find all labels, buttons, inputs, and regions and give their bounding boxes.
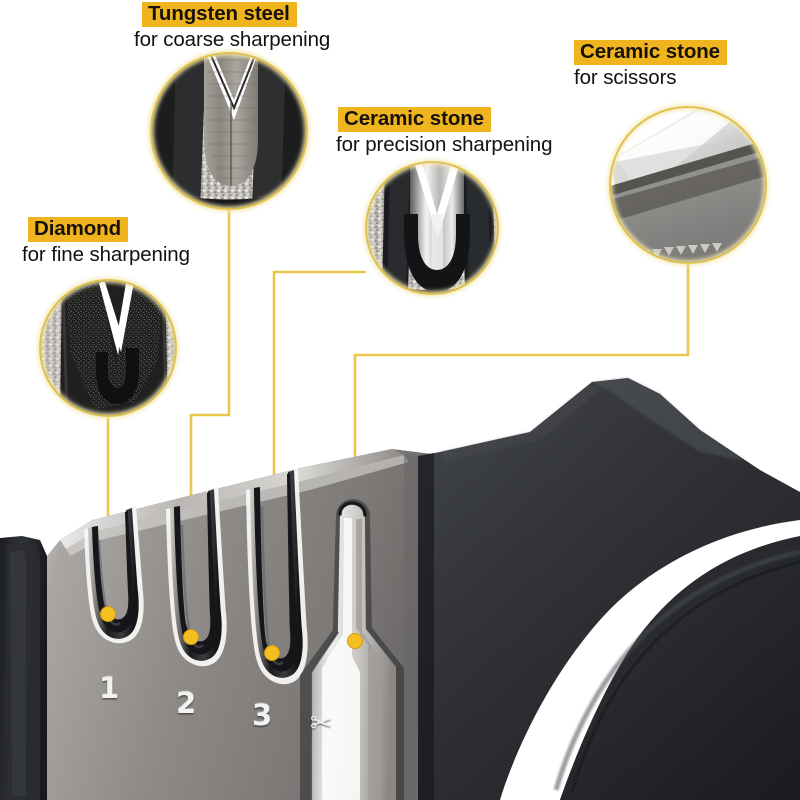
callout-scissors: Ceramic stone for scissors xyxy=(568,40,727,88)
callout-scissors-subtitle: for scissors xyxy=(574,65,677,89)
target-dot-slot-1 xyxy=(100,606,116,622)
callout-precision: Ceramic stone for precision sharpening xyxy=(336,107,553,156)
detail-circle-tungsten xyxy=(148,50,310,212)
callout-scissors-title: Ceramic stone xyxy=(574,40,727,65)
device-handle xyxy=(418,378,800,800)
target-dot-slot-3 xyxy=(264,645,280,661)
callout-diamond: Diamond for fine sharpening xyxy=(22,217,190,265)
callout-diamond-title: Diamond xyxy=(28,217,128,242)
target-dot-scissors xyxy=(347,633,363,649)
leader-target-dots xyxy=(100,606,363,661)
slot-label-2: 2 xyxy=(176,686,197,720)
detail-circle-diamond xyxy=(37,277,179,419)
sharpener-device xyxy=(0,378,800,800)
slot-label-1: 1 xyxy=(99,671,120,705)
callout-tungsten-subtitle: for coarse sharpening xyxy=(134,27,331,51)
callout-precision-subtitle: for precision sharpening xyxy=(336,132,553,156)
target-dot-slot-2 xyxy=(183,629,199,645)
callout-tungsten: Tungsten steel for coarse sharpening xyxy=(134,2,330,50)
slot-label-3: 3 xyxy=(252,698,273,732)
detail-circle-scissors xyxy=(607,104,769,266)
scissors-slot xyxy=(300,499,404,800)
callout-diamond-subtitle: for fine sharpening xyxy=(22,242,190,266)
detail-circle-precision xyxy=(363,159,501,297)
device-top-bevel xyxy=(60,449,404,549)
callout-precision-title: Ceramic stone xyxy=(338,107,491,132)
scissors-icon: ✂ xyxy=(310,708,333,739)
callout-tungsten-title: Tungsten steel xyxy=(142,2,297,27)
